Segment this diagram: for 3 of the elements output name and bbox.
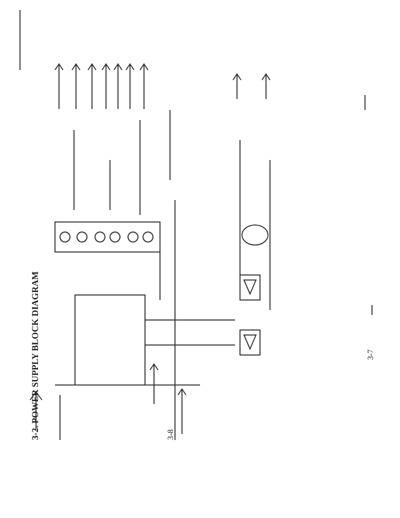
diagram-title: 3-2. POWER SUPPLY BLOCK DIAGRAM: [30, 271, 40, 440]
page-number: 3-8: [166, 429, 175, 440]
page-number: 3-7: [366, 349, 375, 360]
